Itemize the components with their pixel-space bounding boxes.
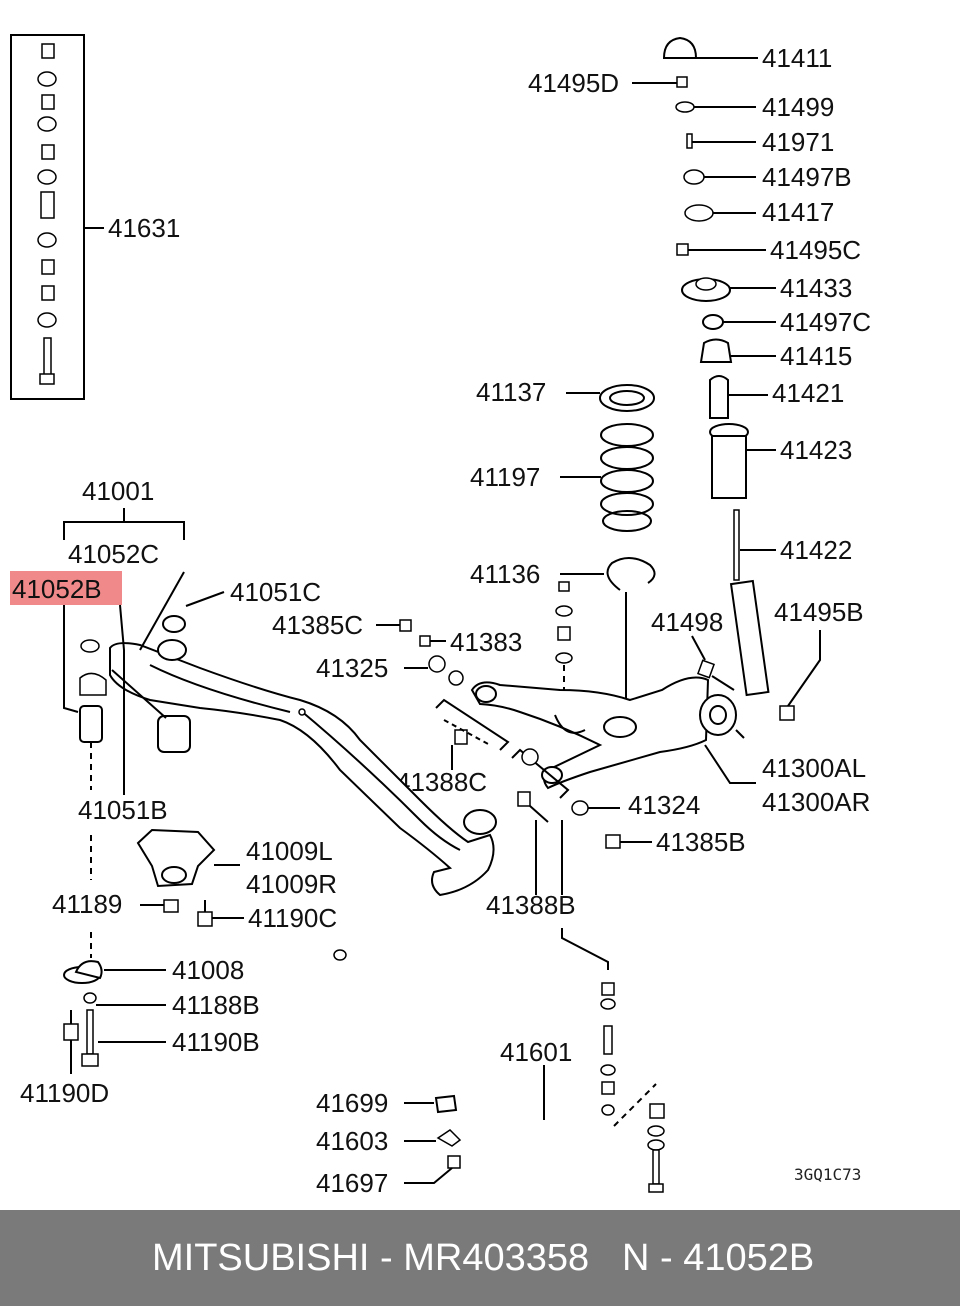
label-41052C: 41052C [68, 539, 159, 569]
label-41190B: 41190B [172, 1027, 260, 1057]
label-41388B: 41388B [486, 890, 576, 920]
label-41498: 41498 [651, 607, 723, 637]
crossmember [109, 639, 497, 897]
label-41422: 41422 [780, 535, 852, 565]
label-41190C: 41190C [248, 903, 337, 933]
label-41603: 41603 [316, 1126, 388, 1156]
lower-arm [470, 635, 756, 790]
label-41421: 41421 [772, 378, 844, 408]
label-41697: 41697 [316, 1168, 388, 1198]
label-41499: 41499 [762, 92, 834, 122]
label-41008: 41008 [172, 955, 244, 985]
mount-41008 [63, 932, 166, 1074]
label-41052B: 41052B [12, 574, 102, 604]
stabilizer-bar [293, 928, 665, 1193]
label-41411: 41411 [762, 43, 832, 73]
label-41136: 41136 [470, 559, 540, 589]
label-41433: 41433 [780, 273, 852, 303]
label-41051C: 41051C [230, 577, 321, 607]
label-41495B: 41495B [774, 597, 864, 627]
center-bushing-stack [555, 581, 573, 712]
footer-bar: MITSUBISHI - MR403358 N - 41052B [0, 1210, 960, 1306]
label-41300AR: 41300AR [762, 787, 870, 817]
label-41324: 41324 [628, 790, 700, 820]
arm-fasteners [376, 619, 652, 895]
label-41423: 41423 [780, 435, 852, 465]
label-41699: 41699 [316, 1088, 388, 1118]
diagram-code: 3GQ1C73 [794, 1165, 861, 1184]
label-41417: 41417 [762, 197, 834, 227]
coil-spring [560, 384, 656, 700]
bolts-41189-41190C [140, 899, 244, 927]
label-41383: 41383 [450, 627, 522, 657]
label-41497B: 41497B [762, 162, 852, 192]
label-41415: 41415 [780, 341, 852, 371]
label-41385B: 41385B [656, 827, 746, 857]
footer-ref: N - 41052B [622, 1237, 815, 1279]
label-41495C: 41495C [770, 235, 861, 265]
label-41971: 41971 [762, 127, 834, 157]
label-41197: 41197 [470, 462, 540, 492]
label-41188B: 41188B [172, 990, 260, 1020]
label-41051B: 41051B [78, 795, 168, 825]
bracket-41009 [136, 828, 240, 888]
label-41495D: 41495D [528, 68, 619, 98]
label-41009L: 41009L [246, 836, 333, 866]
label-41631: 41631 [108, 213, 180, 243]
shock-stack [632, 36, 821, 721]
kit-box [10, 34, 85, 400]
label-41497C: 41497C [780, 307, 871, 337]
kit-41631-parts [37, 43, 57, 385]
label-41325: 41325 [316, 653, 388, 683]
label-41300AL: 41300AL [762, 753, 866, 783]
label-41385C: 41385C [272, 610, 363, 640]
highlight-41052B [10, 571, 122, 605]
label-41009R: 41009R [246, 869, 337, 899]
footer-part-number: MITSUBISHI - MR403358 [152, 1237, 590, 1279]
label-41137: 41137 [476, 377, 546, 407]
left-mount-bushings [79, 591, 225, 790]
label-41601: 41601 [500, 1037, 572, 1067]
label-41001: 41001 [82, 476, 154, 506]
label-41190D: 41190D [20, 1078, 109, 1108]
parts-diagram: 41631 [10, 34, 871, 1198]
label-41189: 41189 [52, 889, 122, 919]
